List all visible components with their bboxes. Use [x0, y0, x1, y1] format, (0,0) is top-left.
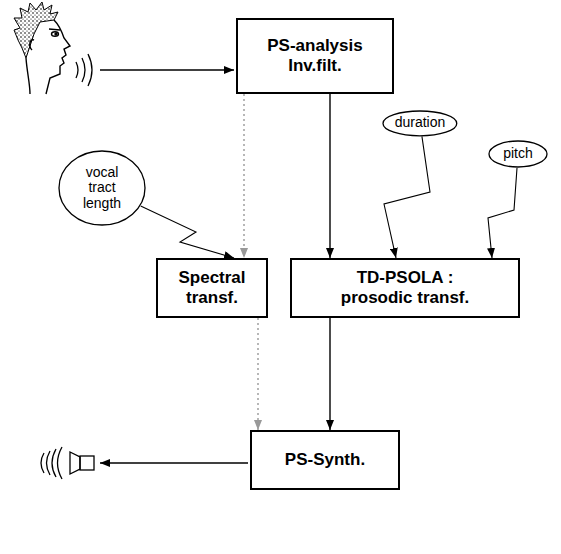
dotted-arrow: [243, 94, 244, 258]
parameter-ellipse: pitch: [488, 140, 548, 168]
node-label: PS-analysis Inv.filt.: [250, 36, 380, 75]
node-label: Spectral transf.: [167, 268, 257, 307]
input-arrow: [100, 69, 234, 71]
process-box: PS-analysis Inv.filt.: [236, 18, 394, 94]
output-arrow: [100, 462, 248, 464]
speaker-head: [14, 2, 70, 94]
node-label: vocal tract length: [74, 165, 130, 211]
node-label: duration: [395, 115, 446, 130]
sound-waves: [76, 54, 92, 86]
dotted-arrow: [257, 318, 258, 430]
parameter-ellipse: duration: [382, 110, 458, 137]
lightning-arrow: [384, 136, 430, 258]
node-label: PS-Synth.: [285, 450, 365, 470]
flow-arrow: [329, 94, 330, 258]
lightning-arrow: [141, 206, 234, 258]
flow-arrow: [329, 318, 330, 430]
node-label: TD-PSOLA : prosodic transf.: [330, 268, 480, 307]
loudspeaker: [41, 447, 94, 479]
process-box: PS-Synth.: [250, 430, 400, 490]
process-box: TD-PSOLA : prosodic transf.: [290, 258, 520, 318]
parameter-ellipse: vocal tract length: [58, 150, 146, 226]
process-box: Spectral transf.: [156, 258, 268, 318]
node-label: pitch: [503, 146, 533, 161]
lightning-arrow: [488, 168, 517, 258]
